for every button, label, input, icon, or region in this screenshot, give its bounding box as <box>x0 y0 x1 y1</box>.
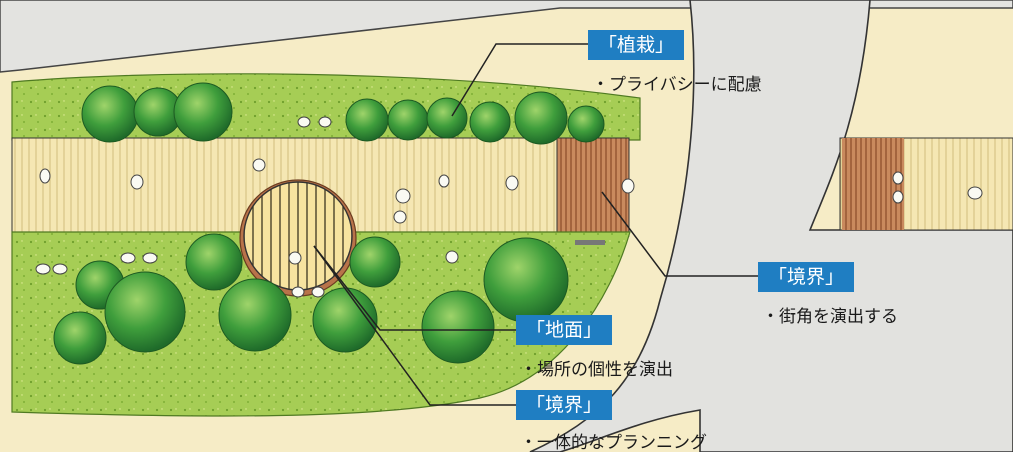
note-boundary-planning: ・一体的なプランニング <box>520 433 707 453</box>
stepping-stones <box>35 116 983 298</box>
note-planting: ・プライバシーに配慮 <box>592 75 762 95</box>
road-top <box>0 0 1013 73</box>
brick-paving-right <box>842 138 904 230</box>
leader-lines <box>313 43 758 406</box>
trees-top <box>81 82 605 145</box>
trees-bottom <box>53 233 569 365</box>
small-fixture <box>575 240 605 245</box>
brick-paving <box>556 137 630 237</box>
note-ground: ・場所の個性を演出 <box>520 360 673 380</box>
label-boundary-corner: 「境界」 <box>758 262 855 292</box>
label-planting: 「植栽」 <box>588 30 685 60</box>
label-ground: 「地面」 <box>516 315 613 345</box>
label-boundary-planning: 「境界」 <box>516 390 613 420</box>
road-curve <box>529 0 1013 452</box>
note-boundary-corner: ・街角を演出する <box>762 307 898 327</box>
